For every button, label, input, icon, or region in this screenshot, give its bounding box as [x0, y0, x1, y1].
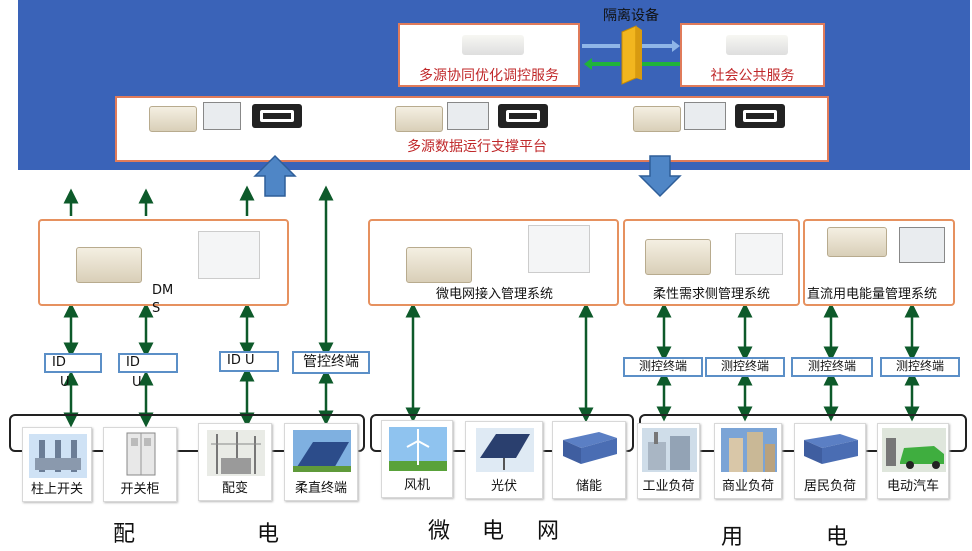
caption-distribution-char: 电	[257, 522, 280, 547]
measure-terminal-label: 测控终端	[638, 359, 687, 373]
flex-demand-system-label: 柔性需求侧管理系统	[653, 287, 771, 302]
device-wind-turbine: 风机	[381, 420, 453, 498]
caption-microgrid-char: 电	[482, 519, 505, 544]
device-residential-load: 居民负荷	[794, 423, 866, 499]
device-label: 风机	[403, 478, 430, 493]
solar-panel-icon	[293, 430, 351, 472]
public-service-label: 社会公共服务	[710, 68, 795, 84]
monitor-icon	[899, 227, 945, 263]
server-icon	[395, 106, 443, 132]
isolation-device	[582, 25, 680, 85]
device-label: 商业负荷	[721, 479, 774, 494]
flex-demand-system-box: 柔性需求侧管理系统	[623, 219, 800, 306]
storage-icon	[498, 104, 548, 128]
caption-distribution-char: 配	[113, 522, 136, 547]
server-icon	[645, 239, 711, 275]
device-label: 居民负荷	[803, 479, 856, 494]
platform-box: 多源数据运行支撑平台	[115, 96, 829, 162]
wind-turbine-icon	[389, 427, 447, 471]
monitor-icon	[528, 225, 590, 273]
idu-label-line1: ID U	[227, 353, 255, 368]
isolation-label: 隔离设备	[603, 8, 659, 24]
server-icon	[462, 35, 524, 55]
device-label: 柱上开关	[30, 482, 83, 497]
measure-terminal-label: 测控终端	[807, 359, 856, 373]
measure-terminal: 测控终端	[623, 357, 703, 377]
residential-storage-icon	[804, 434, 858, 464]
device-label: 柔直终端	[294, 481, 347, 496]
device-pole-switch: 柱上开关	[22, 427, 92, 502]
platform-label: 多源数据运行支撑平台	[407, 139, 547, 155]
commercial-building-icon	[721, 428, 777, 472]
dms-label-line2: S	[152, 301, 161, 316]
server-icon	[406, 247, 472, 283]
dc-energy-system-label: 直流用电能量管理系统	[807, 287, 938, 302]
caption-consumption-char: 电	[826, 525, 849, 550]
idu-label-line1: ID	[126, 355, 140, 370]
factory-icon	[642, 428, 697, 472]
device-label: 工业负荷	[642, 479, 695, 494]
dc-energy-system-box: 直流用电能量管理系统	[803, 219, 955, 306]
device-label: 配变	[221, 481, 248, 496]
measure-terminal-label: 测控终端	[895, 359, 944, 373]
server-icon	[827, 227, 887, 257]
control-terminal: 管控终端	[292, 351, 370, 374]
caption-microgrid-char: 微	[428, 519, 451, 544]
device-switchgear: 开关柜	[103, 427, 177, 502]
device-commercial-load: 商业负荷	[714, 423, 782, 499]
upload-arrow	[253, 154, 297, 197]
monitor-icon	[447, 102, 489, 130]
solar-array-icon	[476, 428, 534, 472]
measure-terminal: 测控终端	[880, 357, 960, 377]
caption-consumption-char: 用	[721, 525, 744, 550]
server-icon	[633, 106, 681, 132]
device-label: 储能	[575, 479, 602, 494]
monitor-icon	[735, 233, 783, 275]
dispatch-service-box: 多源协同优化调控服务	[398, 23, 580, 87]
server-icon	[726, 35, 788, 55]
idu-terminal: ID U	[118, 353, 178, 390]
monitor-icon	[203, 102, 241, 130]
storage-icon	[735, 104, 785, 128]
microgrid-system-label: 微电网接入管理系统	[436, 287, 554, 302]
idu-label-line2: U	[132, 375, 142, 390]
caption-microgrid-char: 网	[537, 519, 560, 544]
download-arrow	[638, 155, 682, 198]
measure-terminal-label: 测控终端	[720, 359, 769, 373]
device-label: 光伏	[490, 479, 517, 494]
control-terminal-label: 管控终端	[303, 354, 359, 370]
public-service-box: 社会公共服务	[680, 23, 825, 87]
battery-storage-icon	[563, 432, 617, 464]
server-icon	[76, 247, 142, 283]
device-industrial-load: 工业负荷	[637, 423, 700, 499]
measure-terminal: 测控终端	[705, 357, 785, 377]
device-electric-vehicle: 电动汽车	[877, 423, 949, 499]
device-transformer: 配变	[198, 423, 272, 501]
device-label: 开关柜	[120, 482, 160, 497]
idu-label-line2: U	[60, 375, 70, 390]
idu-label-line1: ID	[52, 355, 66, 370]
device-flexible-dc-terminal: 柔直终端	[284, 423, 358, 501]
transformer-icon	[207, 430, 265, 476]
monitor-icon	[198, 231, 260, 279]
server-icon	[149, 106, 197, 132]
device-photovoltaic: 光伏	[465, 421, 543, 499]
storage-icon	[252, 104, 302, 128]
switchgear-icon	[126, 432, 156, 476]
pole-switch-icon	[29, 434, 87, 478]
distribution-bracket	[9, 414, 365, 452]
dms-label-line1: DM	[152, 283, 174, 298]
electric-vehicle-icon	[882, 428, 946, 472]
measure-terminal: 测控终端	[791, 357, 873, 377]
dispatch-service-label: 多源协同优化调控服务	[419, 68, 559, 84]
device-label: 电动汽车	[886, 479, 939, 494]
dms-system-box: DM S	[38, 219, 289, 316]
idu-terminal: ID U	[44, 353, 102, 390]
device-energy-storage: 储能	[552, 421, 626, 499]
idu-terminal: ID U	[219, 351, 279, 372]
microgrid-system-box: 微电网接入管理系统	[368, 219, 619, 306]
monitor-icon	[684, 102, 726, 130]
